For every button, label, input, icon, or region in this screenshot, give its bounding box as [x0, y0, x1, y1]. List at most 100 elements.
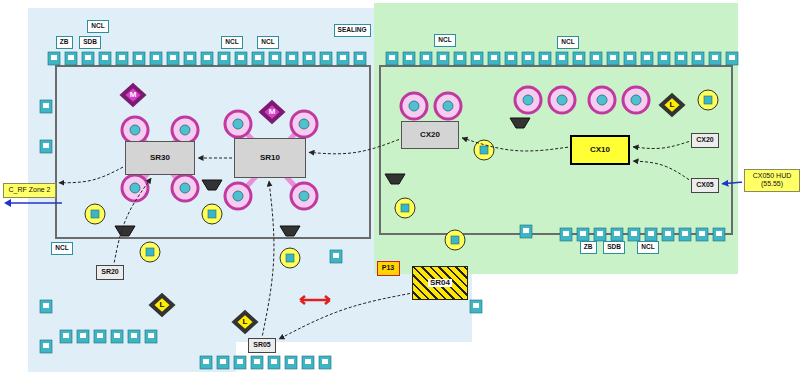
robot-head	[480, 146, 488, 154]
equipment-tile	[200, 356, 212, 369]
exit-arrow	[10, 202, 62, 204]
flow-connector	[198, 158, 232, 159]
tile-body	[200, 356, 212, 369]
tile-screen	[340, 55, 346, 60]
equipment-tile	[675, 52, 687, 65]
robot-core	[130, 183, 140, 193]
tile-screen	[457, 55, 463, 60]
equipment-tile	[150, 52, 162, 65]
node-label: NCL	[55, 244, 68, 251]
equipment-tile	[128, 330, 140, 343]
equipment-tile	[470, 300, 482, 313]
tile-screen	[712, 55, 718, 60]
node-label: SR20	[101, 268, 119, 276]
tile-body	[679, 228, 691, 241]
marker-diamond: M	[122, 85, 144, 105]
tile-body	[520, 225, 532, 238]
robot-head	[91, 210, 99, 218]
equipment-tile	[403, 52, 415, 65]
robot-yellow	[445, 230, 465, 250]
equipment-tile	[218, 52, 230, 65]
equipment-tile	[269, 52, 281, 65]
robot-head	[451, 236, 459, 244]
tile-screen	[238, 55, 244, 60]
node-label: SDB	[83, 38, 97, 45]
tile-screen	[288, 359, 294, 364]
tile-body	[454, 52, 466, 65]
tile-body	[386, 52, 398, 65]
tile-screen	[51, 55, 57, 60]
robot-pink	[623, 87, 649, 113]
node-label: SR05	[253, 341, 271, 349]
node-label: NCL	[91, 22, 104, 29]
tile-screen	[272, 55, 278, 60]
robot-pink	[225, 183, 251, 209]
marker-diamond: L	[151, 295, 173, 315]
station-box: NCL	[637, 241, 659, 254]
node-label: NCL	[261, 38, 274, 45]
node-label: SR30	[150, 154, 170, 163]
robot-ring	[172, 117, 198, 143]
tile-body	[65, 52, 77, 65]
robot-pink	[515, 87, 541, 113]
tile-screen	[306, 55, 312, 60]
robot-core	[180, 183, 190, 193]
tile-body	[82, 52, 94, 65]
robot-core	[233, 119, 243, 129]
station-box: CX20	[401, 121, 459, 149]
node-label: C_RF Zone 2	[8, 186, 50, 194]
equipment-tile	[111, 330, 123, 343]
tile-body	[692, 52, 704, 65]
marker-diamond: L	[661, 95, 683, 115]
building-outline	[380, 66, 732, 234]
equipment-tile	[94, 330, 106, 343]
robot-yellow	[698, 90, 718, 110]
tile-body	[99, 52, 111, 65]
tile-body	[116, 52, 128, 65]
tile-screen	[525, 55, 531, 60]
diamond-fill	[122, 85, 143, 104]
tile-screen	[271, 359, 277, 364]
node-label: M	[269, 108, 276, 117]
robot-base	[698, 90, 718, 110]
tile-screen	[255, 55, 261, 60]
equipment-tile	[641, 52, 653, 65]
tile-body	[330, 250, 342, 263]
robot-core	[557, 95, 567, 105]
equipment-tile	[354, 52, 366, 65]
equipment-tile	[268, 356, 280, 369]
tile-body	[696, 228, 708, 241]
flow-connector	[262, 181, 274, 336]
tile-screen	[204, 55, 210, 60]
flow-connector	[633, 161, 689, 180]
turntable	[280, 226, 300, 236]
tile-screen	[440, 55, 446, 60]
flow-connector	[462, 138, 568, 151]
tile-screen	[716, 231, 722, 236]
tile-screen	[559, 55, 565, 60]
station-box: SR10	[234, 138, 306, 178]
robot-yellow	[280, 248, 300, 268]
tile-screen	[576, 55, 582, 60]
tile-screen	[221, 55, 227, 60]
tile-screen	[102, 55, 108, 60]
equipment-tile	[40, 100, 52, 113]
node-label: L	[160, 301, 165, 310]
tile-screen	[682, 231, 688, 236]
tile-screen	[148, 333, 154, 338]
tile-body	[286, 52, 298, 65]
tile-body	[437, 52, 449, 65]
station-box: P13	[377, 261, 400, 276]
move-arrow	[300, 296, 330, 304]
station-box: ZB	[56, 36, 73, 49]
robot-head	[208, 210, 216, 218]
robot-yellow	[85, 204, 105, 224]
tile-screen	[85, 55, 91, 60]
tile-body	[268, 356, 280, 369]
tile-body	[48, 52, 60, 65]
tile-body	[60, 330, 72, 343]
equipment-tile	[726, 52, 738, 65]
node-label: SR10	[260, 154, 280, 163]
tile-screen	[323, 55, 329, 60]
tile-screen	[406, 55, 412, 60]
